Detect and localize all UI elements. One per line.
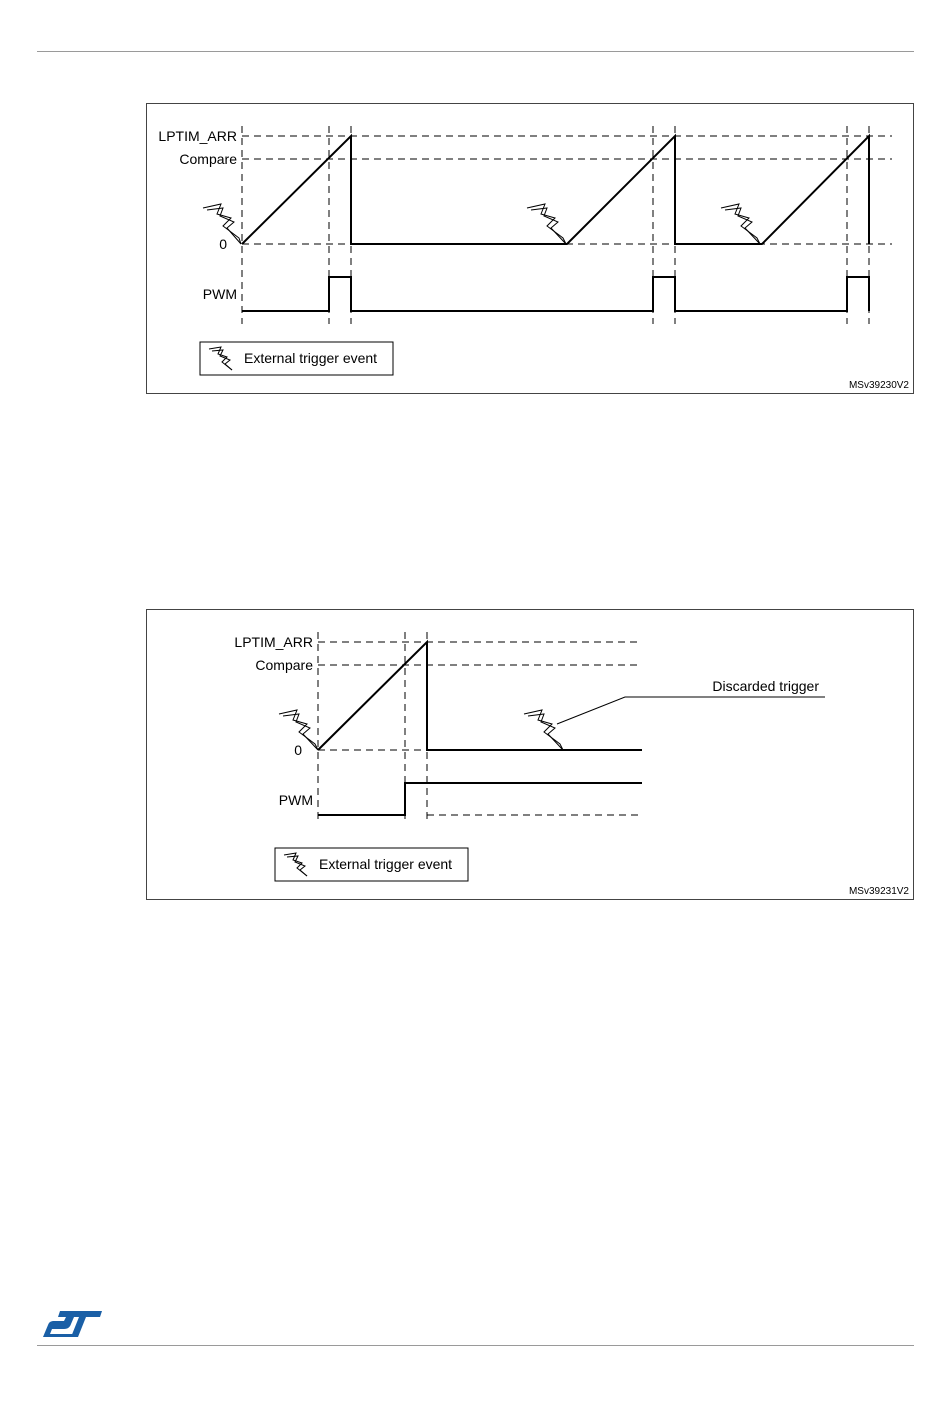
- zero-label: 0: [294, 742, 302, 758]
- zero-label: 0: [219, 236, 227, 252]
- arr-label: LPTIM_ARR: [158, 128, 237, 144]
- footer-rule: [37, 1345, 914, 1346]
- st-logo: [40, 1310, 104, 1343]
- pwm-waveform: [318, 783, 642, 815]
- counter-waveform: [318, 642, 642, 750]
- figure-reference: MSv39230V2: [849, 380, 909, 391]
- header-rule: [37, 51, 914, 52]
- arr-label: LPTIM_ARR: [234, 634, 313, 650]
- legend-label: External trigger event: [319, 856, 452, 872]
- legend-label: External trigger event: [244, 350, 377, 366]
- discarded-trigger-icon-inner: [528, 714, 563, 750]
- annotation-label: Discarded trigger: [712, 678, 819, 694]
- figure-2-frame: Discarded trigger LPTIM_ARR Compare 0 PW…: [146, 609, 914, 900]
- compare-label: Compare: [255, 657, 313, 673]
- st-logo-mark: [43, 1311, 102, 1337]
- compare-label: Compare: [179, 151, 237, 167]
- figure-1-frame: LPTIM_ARR Compare 0 PWM External trigger…: [146, 103, 914, 394]
- pwm-label: PWM: [279, 792, 313, 808]
- figure-2-diagram: Discarded trigger LPTIM_ARR Compare 0 PW…: [147, 610, 915, 901]
- figure-1-diagram: LPTIM_ARR Compare 0 PWM External trigger…: [147, 104, 915, 395]
- pwm-label: PWM: [203, 286, 237, 302]
- figure-reference: MSv39231V2: [849, 886, 909, 897]
- trigger-icon-inner: [725, 208, 760, 244]
- pwm-waveform: [242, 277, 869, 311]
- annotation-leader-line: [557, 697, 825, 724]
- trigger-icon-inner: [531, 208, 566, 244]
- counter-waveform: [242, 136, 869, 244]
